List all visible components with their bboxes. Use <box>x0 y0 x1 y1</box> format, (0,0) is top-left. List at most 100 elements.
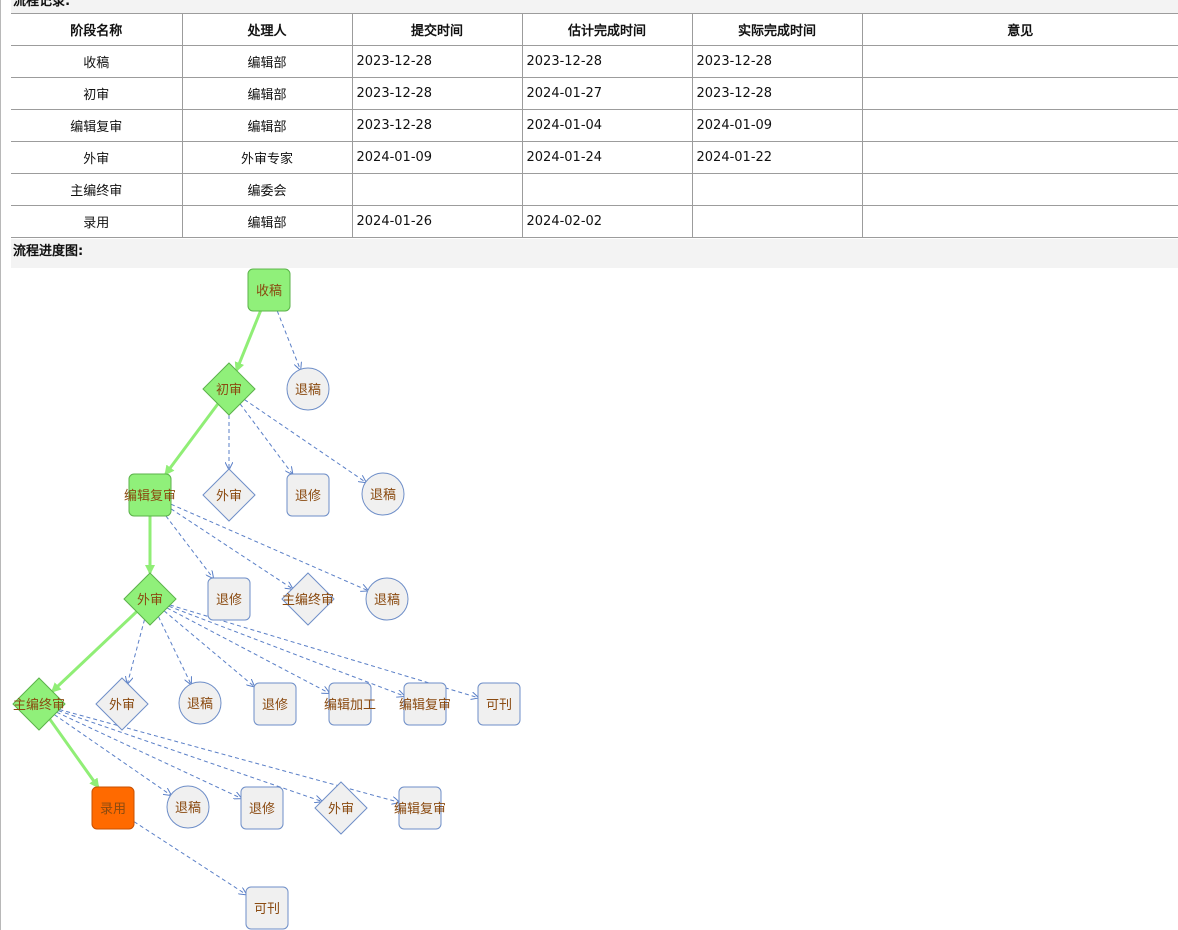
option-edge <box>169 604 478 698</box>
option-edge <box>165 515 213 578</box>
table-row: 收稿 编辑部 2023-12-28 2023-12-28 2023-12-28 <box>11 45 1178 78</box>
cell-actual-time <box>692 205 863 238</box>
table-row: 主编终审 编委会 <box>11 173 1178 206</box>
progress-edge <box>48 718 100 789</box>
cell-opinion <box>862 45 1178 78</box>
node-label: 外审 <box>137 593 163 608</box>
section-title-record: 流程记录: <box>11 0 1178 13</box>
cell-stage-name: 外审 <box>11 141 183 174</box>
node-shape-rect <box>403 682 447 726</box>
flow-node: 退稿 <box>361 472 405 516</box>
flow-node: 初审 <box>202 362 256 416</box>
cell-estimated-time: 2024-01-27 <box>522 77 693 110</box>
cell-submit-time: 2023-12-28 <box>352 109 523 142</box>
cell-opinion <box>862 141 1178 174</box>
node-shape-rect <box>286 473 330 517</box>
cell-handler: 编辑部 <box>182 45 353 78</box>
flow-node: 退稿 <box>365 577 409 621</box>
cell-actual-time: 2023-12-28 <box>692 77 863 110</box>
cell-stage-name: 收稿 <box>11 45 183 78</box>
section-title-record-text: 流程记录: <box>13 0 71 9</box>
header-opinion: 意见 <box>862 13 1178 46</box>
cell-actual-time: 2023-12-28 <box>692 45 863 78</box>
node-shape-rect <box>91 786 135 830</box>
cell-actual-time: 2024-01-22 <box>692 141 863 174</box>
header-submit-time: 提交时间 <box>352 13 523 46</box>
flow-node: 主编终审 <box>12 677 66 731</box>
option-edge <box>59 709 399 803</box>
cell-submit-time: 2023-12-28 <box>352 45 523 78</box>
node-label: 外审 <box>216 489 242 504</box>
node-shape-diamond <box>95 677 149 731</box>
cell-estimated-time: 2023-12-28 <box>522 45 693 78</box>
progress-edge <box>164 403 220 476</box>
node-shape-circle <box>178 681 222 725</box>
cell-handler: 编辑部 <box>182 77 353 110</box>
cell-estimated-time: 2024-01-24 <box>522 141 693 174</box>
cell-handler: 外审专家 <box>182 141 353 174</box>
node-label: 编辑复审 <box>124 489 176 504</box>
progress-edge <box>50 610 138 693</box>
node-shape-rect <box>398 786 442 830</box>
cell-stage-name: 编辑复审 <box>11 109 183 142</box>
option-edge <box>276 310 300 369</box>
node-label: 退稿 <box>175 800 201 816</box>
cell-actual-time <box>692 173 863 206</box>
node-label: 退修 <box>216 593 242 608</box>
flow-node: 编辑复审 <box>394 786 446 830</box>
header-actual-time: 实际完成时间 <box>692 13 863 46</box>
node-shape-diamond <box>202 362 256 416</box>
flow-node: 编辑加工 <box>324 682 376 726</box>
table-row: 编辑复审 编辑部 2023-12-28 2024-01-04 2024-01-0… <box>11 109 1178 142</box>
node-shape-rect <box>207 577 251 621</box>
node-label: 退稿 <box>187 696 213 712</box>
cell-opinion <box>862 109 1178 142</box>
option-edge <box>56 711 241 798</box>
section-title-flow-text: 流程进度图: <box>13 244 84 259</box>
node-shape-rect <box>328 682 372 726</box>
cell-stage-name: 主编终审 <box>11 173 183 206</box>
cell-submit-time: 2023-12-28 <box>352 77 523 110</box>
node-shape-diamond <box>314 781 368 835</box>
cell-submit-time: 2024-01-26 <box>352 205 523 238</box>
flow-node: 退修 <box>240 786 284 830</box>
flow-node: 退稿 <box>178 681 222 725</box>
node-shape-circle <box>166 785 210 829</box>
option-edge <box>170 503 368 590</box>
node-label: 可刊 <box>486 698 512 713</box>
node-shape-rect <box>240 786 284 830</box>
node-shape-rect <box>253 682 297 726</box>
node-label: 退稿 <box>295 382 321 398</box>
option-edge <box>133 821 246 895</box>
node-label: 退稿 <box>370 487 396 503</box>
flow-node: 退稿 <box>166 785 210 829</box>
cell-actual-time: 2024-01-09 <box>692 109 863 142</box>
edge-layer <box>48 310 478 895</box>
node-label: 录用 <box>100 802 126 817</box>
flow-node: 外审 <box>95 677 149 731</box>
flow-node: 外审 <box>314 781 368 835</box>
option-edge <box>166 607 329 693</box>
option-edge <box>244 399 365 483</box>
header-handler: 处理人 <box>182 13 353 46</box>
node-shape-circle <box>286 367 330 411</box>
cell-estimated-time <box>522 173 693 206</box>
node-label: 编辑复审 <box>394 802 446 817</box>
left-border <box>0 0 1 930</box>
cell-estimated-time: 2024-01-04 <box>522 109 693 142</box>
node-label: 收稿 <box>256 283 282 299</box>
cell-handler: 编委会 <box>182 173 353 206</box>
flow-node: 录用 <box>91 786 135 830</box>
stage-table: 阶段名称 处理人 提交时间 估计完成时间 实际完成时间 意见 收稿 编辑部 20… <box>11 13 1178 238</box>
table-row: 录用 编辑部 2024-01-26 2024-02-02 <box>11 205 1178 238</box>
node-label: 退修 <box>295 489 321 504</box>
option-edge <box>157 616 190 685</box>
flow-node: 外审 <box>202 468 256 522</box>
node-shape-diamond <box>202 468 256 522</box>
cell-handler: 编辑部 <box>182 109 353 142</box>
flow-node: 退修 <box>253 682 297 726</box>
flow-node: 退修 <box>286 473 330 517</box>
cell-estimated-time: 2024-02-02 <box>522 205 693 238</box>
node-label: 编辑复审 <box>399 698 451 713</box>
